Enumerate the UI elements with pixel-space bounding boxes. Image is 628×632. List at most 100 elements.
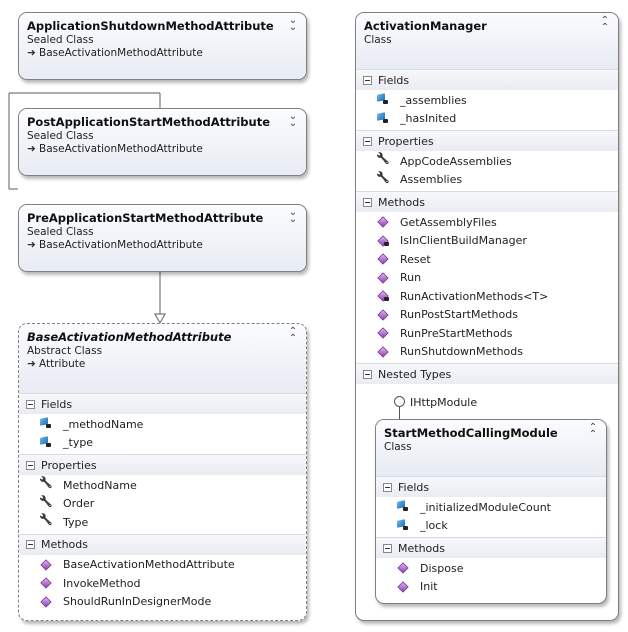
method-icon	[376, 345, 392, 359]
collapse-minus-icon[interactable]	[363, 369, 372, 379]
class-kind: Sealed Class	[27, 34, 94, 46]
class-kind: Class	[384, 441, 412, 453]
field-icon	[39, 417, 55, 431]
base-class-name: BaseActivationMethodAttribute	[39, 239, 203, 251]
member-method[interactable]: InvokeMethod	[19, 574, 306, 593]
inheritance-arrow-icon: ➜	[27, 143, 36, 155]
member-method[interactable]: Dispose	[376, 559, 606, 578]
member-method[interactable]: RunPreStartMethods	[356, 324, 618, 343]
class-title: PostApplicationStartMethodAttribute	[27, 115, 271, 129]
member-property[interactable]: MethodName	[19, 476, 306, 495]
double-chevron-down-icon[interactable]: ⌄⌄	[288, 111, 298, 129]
method-icon	[376, 326, 392, 340]
member-field[interactable]: _assemblies	[356, 91, 618, 110]
double-chevron-down-icon[interactable]: ⌄⌄	[288, 15, 298, 33]
class-title: ActivationManager	[364, 19, 487, 33]
member-method[interactable]: ShouldRunInDesignerMode	[19, 593, 306, 612]
section-fields[interactable]: Fields	[356, 69, 618, 90]
collapse-minus-icon[interactable]	[363, 197, 372, 207]
collapse-minus-icon[interactable]	[383, 482, 392, 492]
private-method-icon	[376, 289, 392, 303]
class-title: ApplicationShutdownMethodAttribute	[27, 19, 274, 33]
inheritance-arrow-icon: ➜	[27, 358, 36, 370]
class-title: BaseActivationMethodAttribute	[27, 330, 232, 344]
base-class-name: Attribute	[39, 358, 86, 370]
double-chevron-up-icon[interactable]: ⌃⌃	[600, 15, 610, 33]
section-properties[interactable]: Properties	[19, 454, 306, 475]
collapse-minus-icon[interactable]	[383, 543, 392, 553]
class-kind: Sealed Class	[27, 226, 94, 238]
inheritance-arrow-icon: ➜	[27, 239, 36, 251]
collapse-minus-icon[interactable]	[363, 75, 372, 85]
method-icon	[396, 580, 412, 594]
member-field[interactable]: _type	[19, 434, 306, 453]
member-field[interactable]: _hasInited	[356, 110, 618, 129]
inheritance-arrow-icon: ➜	[27, 47, 36, 59]
class-title: PreApplicationStartMethodAttribute	[27, 211, 264, 225]
member-method[interactable]: Reset	[356, 250, 618, 269]
wrench-icon	[376, 173, 392, 187]
field-icon	[39, 436, 55, 450]
class-box-base-activation-method-attribute[interactable]: BaseActivationMethodAttribute Abstract C…	[18, 323, 307, 621]
field-icon	[396, 500, 412, 514]
method-icon	[39, 558, 55, 572]
class-kind: Sealed Class	[27, 130, 94, 142]
member-field[interactable]: _lock	[376, 517, 606, 536]
section-methods[interactable]: Methods	[376, 537, 606, 558]
method-icon	[376, 215, 392, 229]
member-method[interactable]: IsInClientBuildManager	[356, 232, 618, 251]
class-box-pre-application-start[interactable]: PreApplicationStartMethodAttribute Seale…	[18, 204, 307, 272]
field-icon	[396, 519, 412, 533]
member-method[interactable]: BaseActivationMethodAttribute	[19, 556, 306, 575]
section-methods[interactable]: Methods	[356, 191, 618, 212]
double-chevron-down-icon[interactable]: ⌄⌄	[288, 207, 298, 225]
base-class-name: BaseActivationMethodAttribute	[39, 143, 203, 155]
class-box-start-method-calling-module[interactable]: StartMethodCallingModule Class ⌃⌃ Fields…	[375, 419, 607, 604]
collapse-minus-icon[interactable]	[26, 540, 35, 549]
class-box-application-shutdown[interactable]: ApplicationShutdownMethodAttribute Seale…	[18, 12, 307, 80]
member-method[interactable]: Init	[376, 578, 606, 597]
base-class-name: BaseActivationMethodAttribute	[39, 47, 203, 59]
member-method[interactable]: GetAssemblyFiles	[356, 213, 618, 232]
section-nested-types[interactable]: Nested Types	[356, 363, 618, 384]
wrench-icon	[39, 497, 55, 511]
method-icon	[376, 308, 392, 322]
member-field[interactable]: _methodName	[19, 415, 306, 434]
wrench-icon	[376, 154, 392, 168]
field-icon	[376, 112, 392, 126]
private-method-icon	[376, 234, 392, 248]
section-properties[interactable]: Properties	[356, 130, 618, 151]
section-fields[interactable]: Fields	[376, 476, 606, 497]
member-method[interactable]: RunActivationMethods<T>	[356, 287, 618, 306]
wrench-icon	[39, 478, 55, 492]
member-method[interactable]: RunPostStartMethods	[356, 306, 618, 325]
method-icon	[39, 576, 55, 590]
member-property[interactable]: Assemblies	[356, 171, 618, 190]
section-fields[interactable]: Fields	[19, 393, 306, 414]
interface-connector	[399, 406, 401, 420]
member-field[interactable]: _initializedModuleCount	[376, 498, 606, 517]
class-box-post-application-start[interactable]: PostApplicationStartMethodAttribute Seal…	[18, 108, 307, 176]
member-method[interactable]: Run	[356, 269, 618, 288]
member-property[interactable]: Order	[19, 495, 306, 514]
collapse-minus-icon[interactable]	[26, 399, 35, 409]
method-icon	[376, 271, 392, 285]
collapse-minus-icon[interactable]	[363, 136, 372, 146]
member-method[interactable]: RunShutdownMethods	[356, 343, 618, 362]
method-icon	[39, 595, 55, 609]
class-kind: Abstract Class	[27, 345, 103, 357]
section-methods[interactable]: Methods	[19, 533, 306, 555]
wrench-icon	[39, 515, 55, 529]
class-title: StartMethodCallingModule	[384, 426, 558, 440]
member-property[interactable]: AppCodeAssemblies	[356, 152, 618, 171]
field-icon	[376, 93, 392, 107]
double-chevron-up-icon[interactable]: ⌃⌃	[288, 326, 298, 344]
method-icon	[376, 252, 392, 266]
class-kind: Class	[364, 34, 392, 46]
method-icon	[396, 561, 412, 575]
interface-label: IHttpModule	[410, 396, 478, 409]
collapse-minus-icon[interactable]	[26, 460, 35, 470]
member-property[interactable]: Type	[19, 513, 306, 532]
double-chevron-up-icon[interactable]: ⌃⌃	[588, 422, 598, 440]
